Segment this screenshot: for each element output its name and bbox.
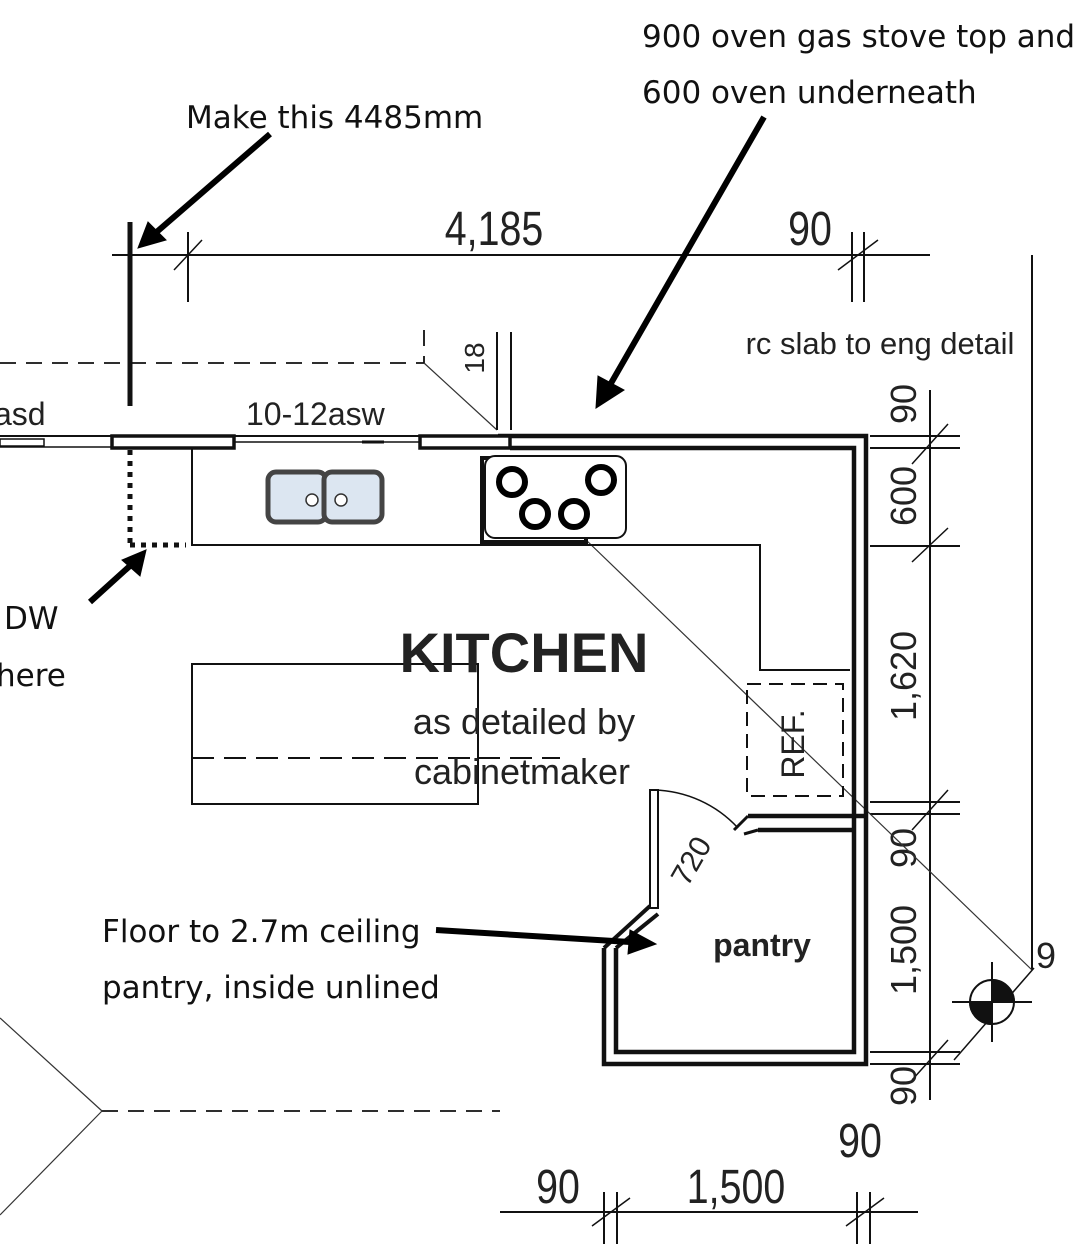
arrow-stove-note	[607, 115, 767, 387]
stove-note-line1: 900 oven gas stove top and	[642, 19, 1075, 55]
kitchen-walls	[0, 433, 869, 1067]
length-note: Make this 4485mm	[186, 100, 483, 136]
slab-note: rc slab to eng detail	[746, 326, 1015, 361]
room-subtitle-line2: cabinetmaker	[414, 751, 630, 792]
pantry-label: pantry	[713, 927, 811, 963]
dashed-reference-lines	[0, 330, 500, 1112]
right-dimension-lines	[870, 255, 1033, 1100]
door-width-720: 720	[665, 831, 719, 891]
annotation-arrows	[87, 115, 767, 955]
bottom-dim-90-right: 90	[838, 1114, 882, 1168]
bottom-dimension-lines	[500, 1192, 918, 1244]
wall-18-lines	[496, 332, 512, 430]
arrow-length-note	[150, 131, 272, 239]
fridge-space	[746, 683, 844, 797]
gas-stove-top	[484, 455, 627, 539]
pantry-note-line2: pantry, inside unlined	[102, 970, 440, 1006]
partial-dim-9: 9	[1036, 935, 1056, 976]
bottom-dim-1500: 1,500	[687, 1160, 785, 1214]
right-dim-1500: 1,500	[883, 905, 924, 995]
dishwasher-outline	[127, 450, 186, 548]
fridge-label: REF.	[775, 709, 811, 778]
top-dimension-lines	[112, 232, 930, 302]
stove-note-line2: 600 oven underneath	[642, 75, 977, 111]
window-label-right: 10-12asw	[246, 396, 386, 432]
top-dim-90: 90	[788, 202, 832, 256]
bottom-dim-90-left: 90	[536, 1160, 580, 1214]
window-label-left: asd	[0, 396, 46, 432]
room-title: KITCHEN	[400, 621, 649, 684]
diagonal-reference-lines	[0, 362, 1033, 1216]
vertical-dim-18: 18	[459, 342, 490, 373]
pantry-note-line1: Floor to 2.7m ceiling	[102, 914, 421, 950]
column-symbol	[952, 962, 1035, 1061]
top-dim-4185: 4,185	[445, 202, 543, 256]
arrow-dw-note	[87, 561, 135, 605]
right-dim-90-mid: 90	[883, 828, 924, 868]
dw-note-line1: DW	[4, 601, 59, 637]
dw-note-line2: here	[0, 658, 66, 694]
sink	[265, 469, 385, 525]
right-dim-600: 600	[883, 466, 924, 526]
room-subtitle-line1: as detailed by	[413, 701, 635, 742]
arrow-pantry-note	[435, 927, 631, 945]
pantry-door	[649, 789, 739, 909]
right-dim-1620: 1,620	[883, 631, 924, 721]
right-dim-90-bottom: 90	[883, 1066, 924, 1106]
right-dim-90-top: 90	[883, 384, 924, 424]
